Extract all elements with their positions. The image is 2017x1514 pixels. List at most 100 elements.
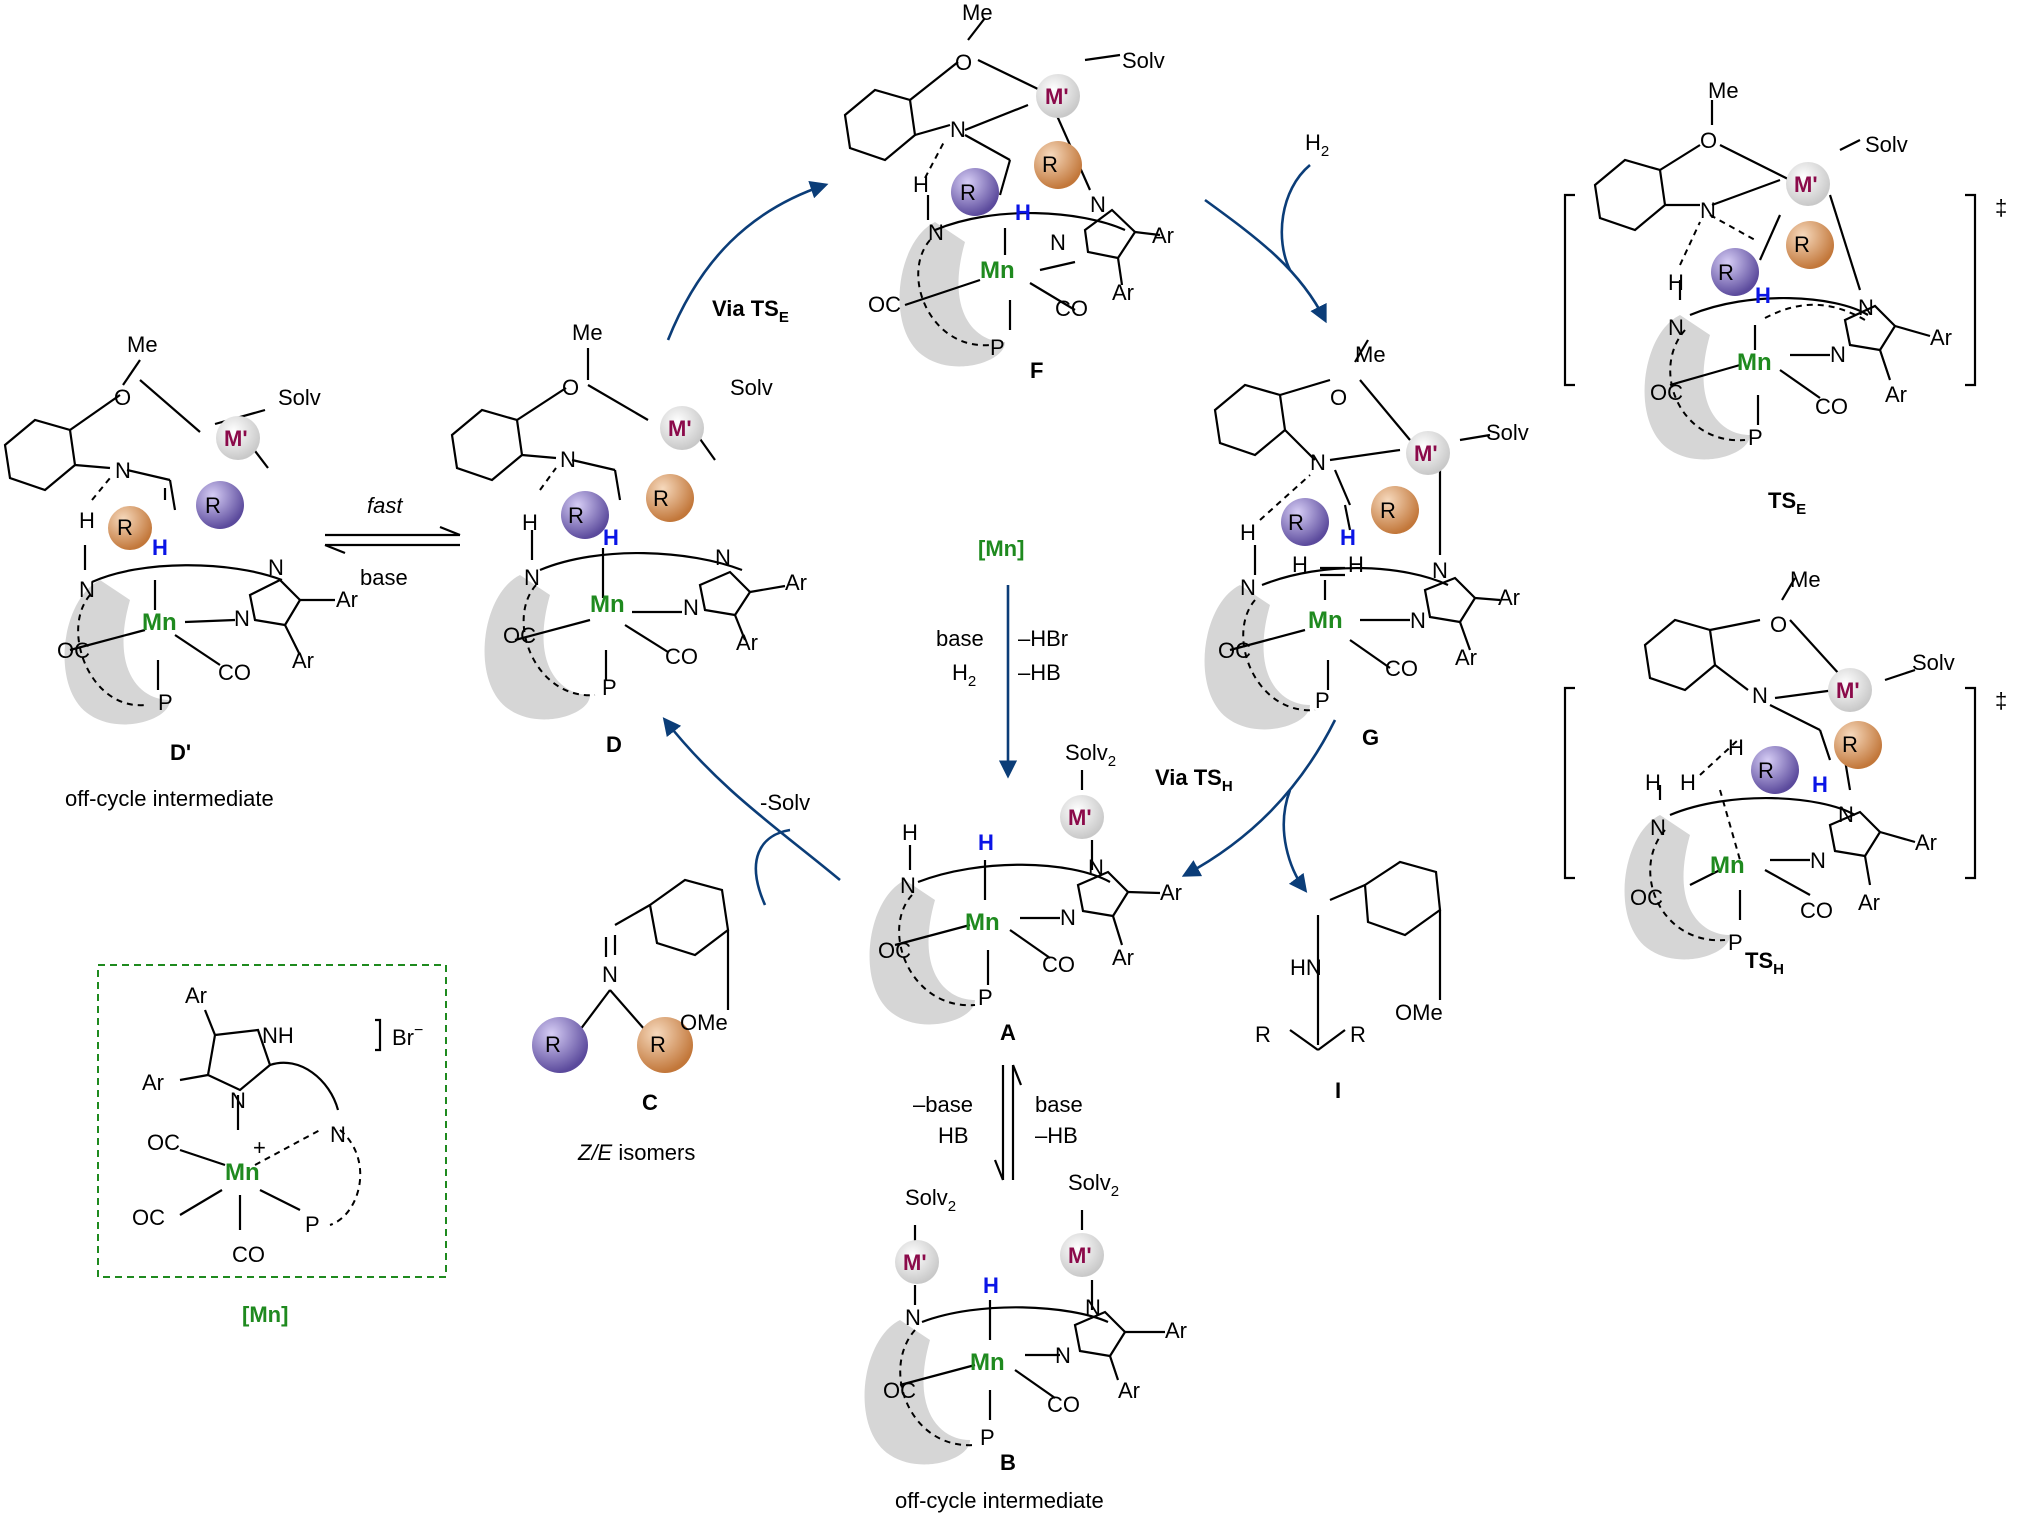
mncat-plus: +: [253, 1135, 266, 1160]
tsh-ar2: Ar: [1858, 890, 1880, 915]
dprime-oc: OC: [57, 638, 90, 663]
f-n-imid: N: [1050, 230, 1066, 255]
note-activation-h2: H2: [952, 660, 976, 690]
mncat-br: Br−: [392, 1022, 423, 1050]
tse-co: CO: [1815, 394, 1848, 419]
b-solv2-left: Solv2: [905, 1185, 956, 1215]
equilibrium-a-b: [993, 1064, 1023, 1181]
g-o: O: [1330, 385, 1347, 410]
tse-mprime: M': [1794, 172, 1818, 197]
a-n-top: N: [1088, 855, 1104, 880]
d-h-nh: H: [522, 510, 538, 535]
tse-solv: Solv: [1865, 132, 1908, 157]
d-hydride: H: [603, 525, 619, 550]
structure-b: Solv2 Solv2 M' M' N H Mn OC CO P N N Ar …: [864, 1170, 1187, 1465]
a-n: N: [900, 873, 916, 898]
f-mn: Mn: [980, 257, 1015, 284]
label-tse: TSE: [1768, 488, 1806, 518]
precatalyst-box: Ar Ar NH N N OC + Mn OC P CO Br−: [97, 964, 447, 1278]
a-mn: Mn: [965, 909, 1000, 936]
d-mn: Mn: [590, 591, 625, 618]
d-co: CO: [665, 644, 698, 669]
structure-d: Me O N M' Solv R R H N H Mn OC CO P N N …: [450, 320, 807, 720]
tsh-p: P: [1728, 930, 1743, 955]
note-activation-hbr: –HBr: [1018, 626, 1068, 651]
tsh-co: CO: [1800, 898, 1833, 923]
g-h2-a: H: [1292, 552, 1308, 577]
b-n-top: N: [1085, 1295, 1101, 1320]
f-n-top: N: [1090, 192, 1106, 217]
mncat-co: CO: [232, 1242, 265, 1267]
f-n: N: [928, 220, 944, 245]
dprime-hydride: H: [152, 535, 168, 560]
tse-n-top: N: [1858, 295, 1874, 320]
dprime-solv: Solv: [278, 385, 321, 410]
label-tsh: TSH: [1745, 948, 1784, 978]
dprime-o: O: [114, 385, 131, 410]
structure-tse: ‡ Me O N M' Solv R R H H: [1563, 78, 2007, 460]
d-rs: R: [653, 486, 669, 511]
dprime-mn: Mn: [142, 609, 177, 636]
arrow-g-to-a: [1181, 719, 1337, 877]
a-h-nh: H: [902, 820, 918, 845]
mncat-p: P: [305, 1212, 320, 1237]
structure-tsh: ‡ Me O N M' Solv R R H H H: [1563, 567, 2007, 960]
d-ar2: Ar: [736, 630, 758, 655]
tsh-solv: Solv: [1912, 650, 1955, 675]
b-n: N: [905, 1305, 921, 1330]
i-ome: OMe: [1395, 1000, 1443, 1025]
g-n-top: N: [1432, 558, 1448, 583]
g-co: CO: [1385, 656, 1418, 681]
tsh-h-nh: H: [1645, 770, 1661, 795]
note-eq-right-2: –HB: [1035, 1123, 1078, 1148]
f-me: Me: [962, 0, 993, 25]
tsh-mprime: M': [1836, 678, 1860, 703]
d-oc: OC: [503, 623, 536, 648]
label-c: C: [642, 1090, 658, 1115]
tsh-dagger: ‡: [1995, 688, 2007, 713]
structure-f: Me O N M' Solv R R H H N Mn OC CO P N N …: [843, 0, 1174, 367]
note-via-tsh: Via TSH: [1155, 765, 1233, 795]
mncat-n: N: [230, 1088, 246, 1113]
g-me: Me: [1355, 342, 1386, 367]
g-ar1: Ar: [1498, 585, 1520, 610]
g-ar2: Ar: [1455, 645, 1477, 670]
b-mprime-right: M': [1068, 1243, 1092, 1268]
structure-d-prime: Me O N M' Solv R R H N H Mn OC CO P N N …: [3, 332, 358, 725]
tsh-rl: R: [1758, 758, 1774, 783]
mncat-oc2: OC: [132, 1205, 165, 1230]
label-a: A: [1000, 1020, 1016, 1045]
f-co: CO: [1055, 296, 1088, 321]
f-ar2: Ar: [1112, 280, 1134, 305]
caption-b: off-cycle intermediate: [895, 1488, 1104, 1513]
mncat-mn: Mn: [225, 1159, 260, 1186]
dprime-me: Me: [127, 332, 158, 357]
d-me: Me: [572, 320, 603, 345]
arrow-f-to-g: [1204, 198, 1327, 324]
tsh-n: N: [1650, 815, 1666, 840]
equilibrium-dprime-d: [324, 525, 461, 555]
tse-p: P: [1748, 425, 1763, 450]
mncat-ar2: Ar: [142, 1070, 164, 1095]
b-ar2: Ar: [1118, 1378, 1140, 1403]
dprime-p: P: [158, 690, 173, 715]
tse-h-nh: H: [1668, 270, 1684, 295]
label-d-prime: D': [170, 740, 191, 765]
a-co: CO: [1042, 952, 1075, 977]
d-n-imine: N: [560, 447, 576, 472]
mncat-oc1: OC: [147, 1130, 180, 1155]
g-h-nh: H: [1240, 520, 1256, 545]
dprime-n-top: N: [268, 555, 284, 580]
arrow-g-to-i: [1282, 789, 1308, 893]
a-mprime: M': [1068, 805, 1092, 830]
i-rl: R: [1255, 1022, 1271, 1047]
tse-rs: R: [1794, 232, 1810, 257]
tse-ar1: Ar: [1930, 325, 1952, 350]
tse-ar2: Ar: [1885, 382, 1907, 407]
tse-hydride: H: [1755, 283, 1771, 308]
label-f: F: [1030, 358, 1043, 383]
b-ar1: Ar: [1165, 1318, 1187, 1343]
d-mprime: M': [668, 416, 692, 441]
mncat-n-amine: N: [330, 1122, 346, 1147]
caption-c: Z/E isomers: [577, 1140, 695, 1165]
